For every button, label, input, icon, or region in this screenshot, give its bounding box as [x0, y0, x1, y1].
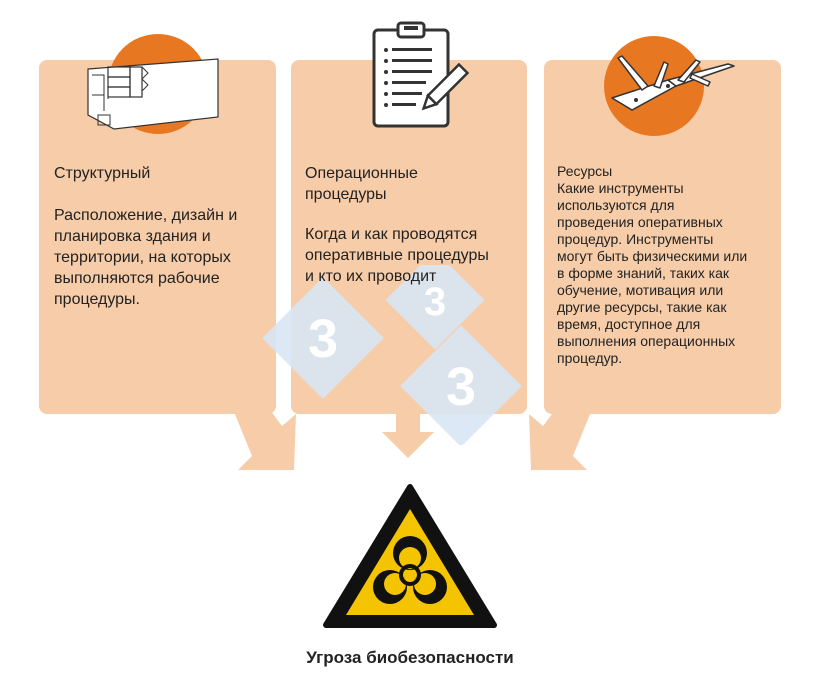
- body-line: могут быть физическими или: [557, 248, 748, 264]
- card-resources-title: Ресурсы: [557, 163, 613, 179]
- body-line: и кто их проводит: [305, 268, 437, 285]
- body-line: Расположение, дизайн и: [54, 207, 238, 224]
- body-line: Когда и как проводятся: [305, 226, 478, 243]
- body-line: процедуры.: [54, 291, 140, 308]
- biohazard-icon: [323, 484, 497, 628]
- pocket-knife-icon: [611, 55, 735, 111]
- card-operational-body: Когда и как проводятся оперативные проце…: [305, 224, 489, 287]
- watermark-digit-1: 3: [308, 309, 338, 369]
- card-operational-title: Операционные процедуры: [305, 163, 418, 205]
- body-line: проведения оперативных: [557, 214, 723, 230]
- clipboard-checklist-icon: [372, 21, 470, 128]
- body-line: выполняются рабочие: [54, 270, 220, 287]
- body-line: территории, на которых: [54, 249, 231, 266]
- arrow-structural: [230, 402, 296, 470]
- watermark-digit-2: 3: [424, 280, 446, 324]
- body-line: в форме знаний, таких как: [557, 265, 730, 281]
- card-resources-body: Ресурсы Какие инструменты используются д…: [557, 163, 747, 367]
- caption-biosecurity-threat: Угроза биобезопасности: [306, 648, 514, 667]
- title-line: процедуры: [305, 186, 387, 203]
- body-line: выполнения операционных: [557, 333, 736, 349]
- body-line: Какие инструменты: [557, 180, 684, 196]
- title-line: Операционные: [305, 165, 418, 182]
- arrow-resources: [529, 402, 595, 470]
- body-line: обучение, мотивация или: [557, 282, 724, 298]
- body-line: другие ресурсы, такие как: [557, 299, 727, 315]
- arrow-operational: [382, 410, 434, 458]
- body-line: планировка здания и: [54, 228, 211, 245]
- body-line: используются для: [557, 197, 675, 213]
- body-line: оперативные процедуры: [305, 247, 489, 264]
- body-line: время, доступное для: [557, 316, 701, 332]
- card-structural-title: Структурный: [54, 165, 151, 182]
- watermark-digit-3: 3: [446, 357, 476, 417]
- card-structural-body: Расположение, дизайн и планировка здания…: [54, 205, 237, 310]
- body-line: процедур.: [557, 350, 623, 366]
- watermark-logo: 3 3 3: [262, 265, 522, 445]
- body-line: процедур. Инструменты: [557, 231, 714, 247]
- building-plan-icon: [87, 58, 219, 130]
